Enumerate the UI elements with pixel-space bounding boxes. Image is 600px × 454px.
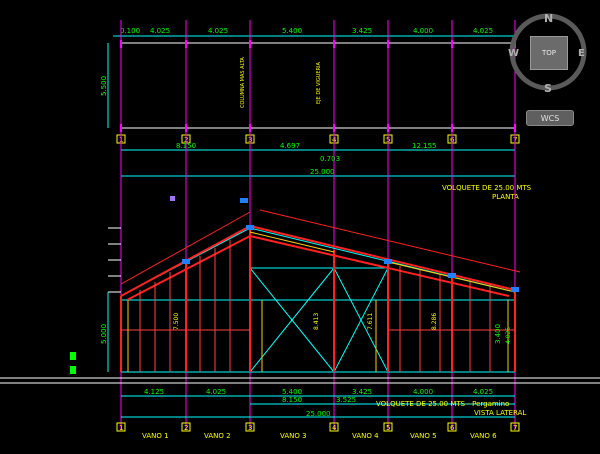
elev-inner-dim-2: 8.286 (431, 313, 438, 330)
viewcube-top-face[interactable]: TOP (530, 36, 568, 70)
elev-inner-dim-3: 8.413 (313, 313, 320, 330)
elev-height-left: 5.000 (100, 324, 108, 344)
elev-dim-3: 3.425 (352, 388, 372, 396)
elev-grid-6: 6 (450, 424, 455, 432)
plan-sub-dim-1: 4.697 (280, 142, 300, 150)
plan-mid-dim: 0.703 (320, 155, 340, 163)
plan-dim-6: 4.025 (473, 27, 493, 35)
plan-dim-1: 4.025 (150, 27, 170, 35)
plan-sub-dim-2: 12.155 (412, 142, 437, 150)
elev-subtitle: VISTA LATERAL (474, 409, 526, 417)
viewcube-compass[interactable]: N S E W (508, 12, 587, 95)
elev-grid-5: 5 (386, 424, 390, 432)
bay-label-2: VANO 2 (204, 432, 231, 440)
elev-dim-2: 5.400 (282, 388, 302, 396)
elev-height-right: 3.400 (494, 324, 502, 344)
elev-height-right2: 4.025 (505, 327, 512, 344)
elev-sub-dim-0: 8.150 (282, 396, 302, 404)
plan-dim-5: 4.000 (413, 27, 433, 35)
compass-north[interactable]: N (544, 12, 553, 25)
compass-west[interactable]: W (508, 48, 519, 59)
compass-south[interactable]: S (544, 82, 552, 95)
plan-total-dim: 25.000 (310, 168, 335, 176)
elevation-view: 5.000 (0, 196, 600, 384)
elev-dim-5: 4.025 (473, 388, 493, 396)
plan-view: 0.100 4.025 4.025 5.400 3.425 4.000 4.02… (100, 27, 532, 201)
bay-label-6: VANO 6 (470, 432, 497, 440)
elevation-grid-labels: 1 2 3 4 5 6 7 VANO 1 VANO 2 VANO 3 VANO … (116, 422, 520, 440)
plan-height-dim: 5.500 (100, 76, 108, 96)
elev-grid-4: 4 (332, 424, 337, 432)
plan-dim-2: 4.025 (208, 27, 228, 35)
elev-dim-1: 4.025 (206, 388, 226, 396)
elev-grid-3: 3 (248, 424, 252, 432)
elev-total-dim: 25.000 (306, 410, 331, 418)
elev-grid-7: 7 (513, 424, 517, 432)
plan-dim-0: 0.100 (120, 27, 140, 35)
bay-label-1: VANO 1 (142, 432, 169, 440)
elev-title: VOLQUETE DE 25.00 MTS - Pergamino (376, 400, 509, 408)
plan-subtitle: PLANTA (492, 193, 519, 201)
bay-label-5: VANO 5 (410, 432, 437, 440)
bay-label-3: VANO 3 (280, 432, 307, 440)
compass-east[interactable]: E (578, 48, 585, 59)
plan-note-column: COLUMNA MAS ALTA (240, 57, 246, 108)
plan-note-axis: EJE DE VIGUERIA (316, 61, 322, 104)
elev-grid-1: 1 (119, 424, 123, 432)
plan-dim-3: 5.400 (282, 27, 302, 35)
wcs-menu-button[interactable]: WCS (526, 110, 574, 126)
elev-inner-dim-0: 7.500 (173, 313, 180, 330)
elevation-dims: 4.125 4.025 5.400 3.425 4.000 4.025 8.15… (121, 388, 526, 418)
plan-dim-4: 3.425 (352, 27, 372, 35)
bay-label-4: VANO 4 (352, 432, 379, 440)
elev-grid-2: 2 (184, 424, 188, 432)
elev-sub-dim-1: 3.525 (336, 396, 356, 404)
elev-inner-dim-1: 7.611 (367, 313, 374, 330)
elev-dim-0: 4.125 (144, 388, 164, 396)
plan-title: VOLQUETE DE 25.00 MTS (442, 184, 532, 192)
elev-dim-4: 4.000 (413, 388, 433, 396)
